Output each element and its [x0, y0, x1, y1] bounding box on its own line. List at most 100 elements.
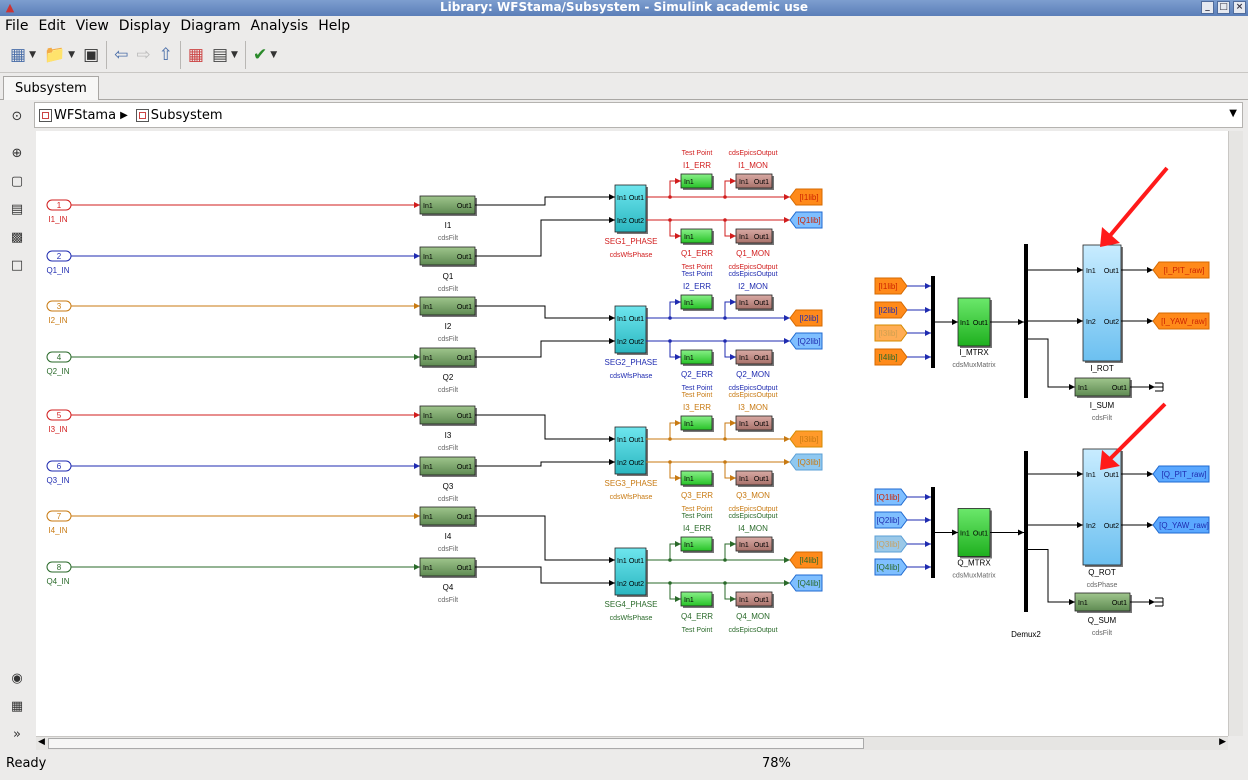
goto-i1lib[interactable]: [I1lib] [789, 188, 823, 206]
from-q3lib[interactable]: [Q3lib] [874, 535, 908, 553]
model-explorer-button[interactable]: ▤▼ [208, 41, 242, 69]
up-button[interactable]: ⇧ [155, 41, 177, 69]
open-button[interactable]: 📁▼ [40, 41, 79, 69]
chevron-down-icon[interactable]: ▼ [29, 49, 36, 60]
close-button[interactable]: × [1233, 1, 1246, 14]
forward-button[interactable]: ⇨ [132, 41, 154, 69]
inport-q3-in[interactable]: 6Q3_IN [46, 460, 72, 485]
from-q1lib[interactable]: [Q1lib] [874, 488, 908, 506]
goto-i2lib[interactable]: [I2lib] [789, 309, 823, 327]
goto-i3lib[interactable]: [I3lib] [789, 430, 823, 448]
menu-help[interactable]: Help [318, 18, 351, 34]
chevron-down-icon[interactable]: ▼ [231, 49, 238, 60]
expand-icon[interactable]: » [13, 727, 21, 742]
zoom-icon[interactable]: ⊕ [11, 146, 23, 161]
from-i4lib[interactable]: [I4lib] [874, 348, 908, 366]
tab-subsystem[interactable]: Subsystem [3, 76, 99, 100]
fit-view-icon[interactable]: ▢ [10, 174, 24, 189]
menu-diagram[interactable]: Diagram [180, 18, 241, 34]
goto-q3lib[interactable]: [Q3lib] [789, 453, 823, 471]
menu-analysis[interactable]: Analysis [250, 18, 309, 34]
model-browser-icon[interactable]: ▦ [10, 699, 24, 714]
new-model-button[interactable]: ▦▼ [6, 41, 40, 69]
annotation-arrow-i-rot[interactable] [1100, 166, 1169, 247]
from-q2lib[interactable]: [Q2lib] [874, 511, 908, 529]
from-i2lib[interactable]: [I2lib] [874, 301, 908, 319]
goto-q-yaw-raw[interactable]: [Q_YAW_raw] [1152, 516, 1210, 534]
vertical-scrollbar[interactable] [1228, 131, 1243, 736]
goto-q4lib[interactable]: [Q4lib] [789, 574, 823, 592]
chevron-down-icon[interactable]: ▼ [270, 49, 278, 60]
check-model-button[interactable]: ✔▼ [249, 41, 281, 69]
library-browser-button[interactable]: ▦ [184, 41, 208, 69]
scrollbar-thumb[interactable] [48, 738, 864, 749]
annotation-icon[interactable]: ▤ [10, 202, 24, 217]
hide-browser-icon[interactable]: ⊙ [11, 109, 23, 124]
chevron-down-icon[interactable]: ▼ [68, 49, 76, 60]
menu-display[interactable]: Display [118, 18, 171, 34]
scroll-left-icon[interactable]: ◀ [38, 737, 45, 747]
goto-i-yaw-raw[interactable]: [I_YAW_raw] [1152, 312, 1210, 330]
from-i3lib[interactable]: [I3lib] [874, 324, 908, 342]
inport-q1-in[interactable]: 2Q1_IN [46, 250, 72, 275]
back-button[interactable]: ⇦ [110, 41, 132, 69]
breadcrumb-root[interactable]: WFStama [54, 107, 117, 123]
testpoint-q3-err[interactable]: In1 [680, 470, 714, 487]
annotation-arrow-q-rot[interactable] [1100, 402, 1167, 470]
inport-q2-in[interactable]: 4Q2_IN [46, 351, 72, 376]
image-icon[interactable]: ▩ [10, 230, 24, 245]
testpoint-i4-err[interactable]: In1 [680, 536, 714, 553]
maximize-button[interactable]: □ [1217, 1, 1230, 14]
from-q4lib[interactable]: [Q4lib] [874, 558, 908, 576]
inport-i4-in[interactable]: 7I4_IN [46, 510, 72, 535]
testpoint-i3-err[interactable]: In1 [680, 415, 714, 432]
testpoint-q2-err[interactable]: In1 [680, 349, 714, 366]
testpoint-i2-err[interactable]: In1 [680, 294, 714, 311]
area-icon[interactable]: □ [10, 258, 24, 273]
goto-q1lib[interactable]: [Q1lib] [789, 211, 823, 229]
inport-i1-in[interactable]: 1I1_IN [46, 199, 72, 224]
goto-i-pit-raw[interactable]: [I_PIT_raw] [1152, 261, 1210, 279]
horizontal-scrollbar[interactable]: ◀ ▶ [36, 736, 1228, 750]
testpoint-q1-err[interactable]: In1 [680, 228, 714, 245]
from-i1lib[interactable]: [I1lib] [874, 277, 908, 295]
goto-q-pit-raw[interactable]: [Q_PIT_raw] [1152, 465, 1210, 483]
inport-q4-in[interactable]: 8Q4_IN [46, 561, 72, 586]
testpoint-i1-err[interactable]: In1 [680, 173, 714, 190]
inport-i2-in[interactable]: 3I2_IN [46, 300, 72, 325]
save-button[interactable]: ▣ [79, 41, 103, 69]
camera-icon[interactable]: ◉ [11, 671, 23, 686]
minimize-button[interactable]: _ [1201, 1, 1214, 14]
inport-i3-in[interactable]: 5I3_IN [46, 409, 72, 434]
scroll-right-icon[interactable]: ▶ [1219, 737, 1226, 747]
testpoint-q4-err[interactable]: In1 [680, 591, 714, 608]
menu-view[interactable]: View [75, 18, 109, 34]
goto-q2lib[interactable]: [Q2lib] [789, 332, 823, 350]
chevron-down-icon[interactable]: ▼ [1229, 108, 1237, 119]
goto-i4lib[interactable]: [I4lib] [789, 551, 823, 569]
menu-edit[interactable]: Edit [38, 18, 66, 34]
